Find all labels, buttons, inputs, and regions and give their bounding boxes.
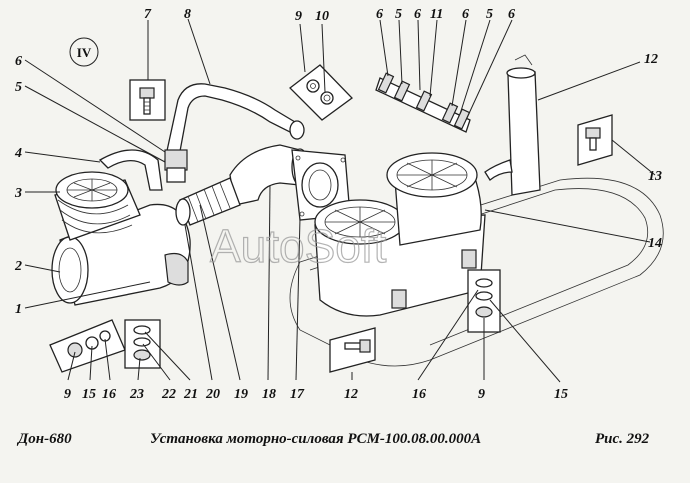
- intake-pipe-12: [484, 54, 541, 196]
- callout-6c: 6: [414, 7, 421, 22]
- view-marker-circle: [69, 37, 99, 67]
- callout-17: 17: [290, 387, 305, 402]
- leader-lines: [24, 18, 656, 383]
- callout-8: 8: [184, 7, 191, 22]
- callout-5b: 5: [395, 7, 402, 22]
- callout-22: 22: [161, 387, 176, 402]
- callout-21: 21: [183, 387, 198, 402]
- callout-15-bottom: 15: [82, 387, 96, 402]
- callout-6b: 6: [376, 7, 383, 22]
- callout-10: 10: [315, 9, 329, 24]
- callout-13: 13: [648, 169, 662, 184]
- callout-5c: 5: [486, 7, 493, 22]
- watermark: AutoSoft: [210, 220, 387, 272]
- washer-inset-top: [289, 64, 353, 121]
- callout-12-top: 12: [644, 52, 658, 67]
- callout-19: 19: [234, 387, 248, 402]
- bolt-inset-12: [329, 327, 376, 373]
- washer-inset-bottom-left: [49, 319, 126, 373]
- corrugated-hose: [175, 177, 241, 226]
- callout-16-bottom: 16: [102, 387, 116, 402]
- air-filter-housing: [51, 149, 191, 306]
- callout-4: 4: [14, 146, 22, 161]
- cyclone-filter: [314, 152, 486, 317]
- callout-18: 18: [262, 387, 276, 402]
- callout-5a: 5: [15, 80, 22, 95]
- callout-14: 14: [648, 236, 662, 251]
- callout-6a: 6: [15, 54, 22, 69]
- callout-12-bottom: 12: [344, 387, 358, 402]
- caption-center: Установка моторно-силовая РСМ-100.08.00.…: [150, 431, 481, 447]
- callout-1: 1: [15, 302, 22, 317]
- caption-left: Дон-680: [16, 431, 72, 447]
- callout-7: 7: [144, 7, 152, 22]
- callout-9-bottom: 9: [64, 387, 71, 402]
- callout-15-right: 15: [554, 387, 568, 402]
- callout-9-right: 9: [478, 387, 485, 402]
- callout-3: 3: [14, 186, 22, 201]
- callout-6e: 6: [508, 7, 515, 22]
- base-plate: [289, 177, 664, 367]
- callout-9-top: 9: [295, 9, 302, 24]
- callout-6d: 6: [462, 7, 469, 22]
- callout-23: 23: [129, 387, 144, 402]
- bolt-inset-13: [577, 114, 613, 166]
- callout-16-right: 16: [412, 387, 426, 402]
- callout-2: 2: [14, 259, 22, 274]
- washer-inset-stack: [124, 319, 161, 369]
- callout-11: 11: [430, 7, 443, 22]
- caption-right: Рис. 292: [595, 431, 650, 447]
- washer-inset-right: [467, 269, 501, 333]
- pipe-assembly-11: [375, 72, 471, 133]
- callout-20: 20: [205, 387, 220, 402]
- bolt-inset-7: [129, 79, 166, 121]
- view-marker: IV: [77, 45, 92, 60]
